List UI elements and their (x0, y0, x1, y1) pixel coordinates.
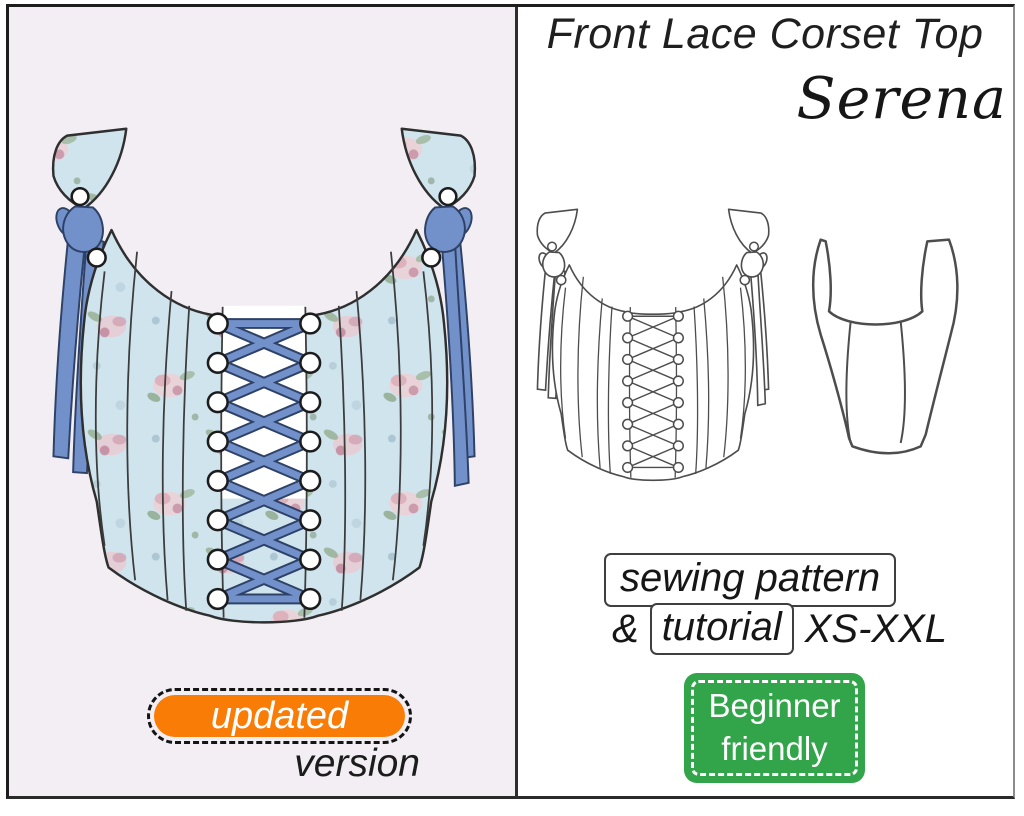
skill-badge-line1: Beginner (708, 687, 841, 725)
beginner-friendly-badge: Beginner friendly (684, 673, 865, 783)
offer-line-1: sewing pattern (604, 553, 897, 607)
page-title: Front Lace Corset Top (546, 10, 984, 58)
updated-badge-pill: updated (154, 695, 405, 737)
ampersand-label: & (612, 606, 639, 651)
corset-back-sketch (811, 238, 959, 455)
tutorial-label: tutorial (649, 603, 794, 655)
offer-line-2: & tutorial XS-XXL (612, 603, 947, 655)
version-caption: version (294, 742, 420, 785)
size-range-label: XS-XXL (804, 606, 948, 651)
skill-badge-line2: friendly (721, 730, 828, 767)
corset-colored-illustration (51, 127, 477, 624)
brand-signature: Serena (796, 66, 1007, 132)
panel-divider (515, 7, 518, 797)
sewing-pattern-label: sewing pattern (604, 553, 897, 607)
updated-badge: updated (147, 688, 412, 744)
updated-badge-label: updated (210, 694, 349, 737)
beginner-friendly-badge-inner: Beginner friendly (691, 680, 858, 776)
corset-front-sketch (536, 208, 770, 482)
